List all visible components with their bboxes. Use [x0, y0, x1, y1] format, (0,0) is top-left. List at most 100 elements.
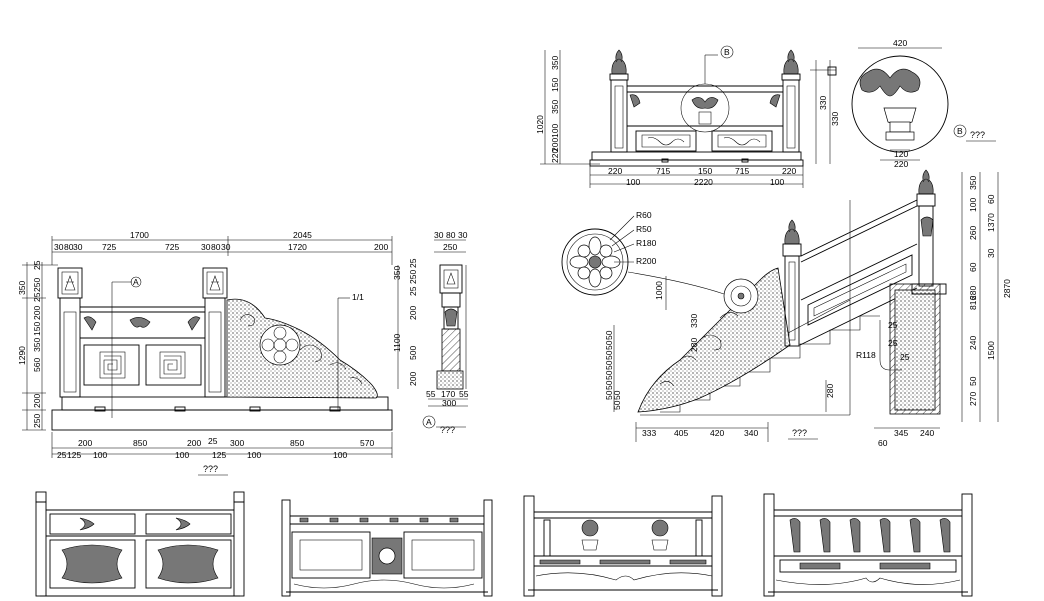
detail-b-circle: 420 120 220 B ???	[851, 38, 996, 169]
dim-stair-left: 50	[612, 400, 622, 410]
dim-left: 560	[32, 358, 42, 372]
dim-b-left: 350	[550, 100, 560, 114]
dim-left: 350	[17, 281, 27, 295]
dim-b-right: 330	[830, 112, 840, 126]
dim-stair-right: 816	[968, 296, 978, 310]
dim-section-right: 25	[408, 286, 418, 296]
radius-label: R50	[636, 224, 652, 234]
railing-thumbnail-1	[35, 491, 245, 597]
dim-stair-left: 50	[604, 380, 614, 390]
dim-stair-left: 50	[604, 330, 614, 340]
dim-stair-left: 50	[604, 370, 614, 380]
dim-section-top: 30	[434, 230, 444, 240]
dim-bottom-sub: 100	[333, 450, 347, 460]
dim-sub: 30	[221, 242, 231, 252]
dim-stair-bottom: 333	[642, 428, 656, 438]
dim-stair-bottom: 420	[710, 428, 724, 438]
dim-stair-mid: 280	[689, 338, 699, 352]
railing-thumbnail-3	[523, 495, 723, 597]
dim-bottom: 200	[78, 438, 92, 448]
dim-1000: 1000	[654, 281, 664, 300]
dim-stair-mid: 330	[689, 314, 699, 328]
dim-bottom: 200	[187, 438, 201, 448]
dim-bottom-sub: 100	[247, 450, 261, 460]
dim-stair-lower: R118	[856, 350, 876, 360]
dim-left: 350	[32, 338, 42, 352]
dim-b-left: 220	[550, 149, 560, 163]
dim-b-bottom: 100	[770, 177, 784, 187]
dim-section-top: 80	[446, 230, 456, 240]
dim-sub: 30	[73, 242, 83, 252]
dim-b-left: 150	[550, 78, 560, 92]
dim-bottom-sub: 100	[175, 450, 189, 460]
dim-stair-left: 50	[604, 340, 614, 350]
dim-section-right: 500	[408, 346, 418, 360]
dim-sub: 80	[64, 242, 74, 252]
dim-section-top: 30	[458, 230, 468, 240]
dim-sub: 1720	[288, 242, 307, 252]
radius-label: R200	[636, 256, 657, 266]
dim-stair-left: 50	[604, 360, 614, 370]
dim-left: 150	[32, 322, 42, 336]
detail-b-title: ???	[970, 130, 985, 140]
dim-b-left: 350	[550, 56, 560, 70]
dim-detail-b: 420	[893, 38, 907, 48]
dim-section-right: 1100	[392, 333, 402, 352]
dim-bottom: 850	[290, 438, 304, 448]
dim-b-bottom: 715	[656, 166, 670, 176]
dim-section-right: 250	[408, 270, 418, 284]
dim-2045: 2045	[293, 230, 312, 240]
dim-bottom-sub: 125	[67, 450, 81, 460]
dim-stair-bottom-small: 345	[894, 428, 908, 438]
detail-b-mark: B	[957, 126, 963, 136]
dim-b-bottom: 100	[626, 177, 640, 187]
railing-thumbnail-4	[763, 493, 973, 597]
dim-bottom: 300	[230, 438, 244, 448]
dim-bottom-sub: 100	[93, 450, 107, 460]
dim-stair-left: 50	[604, 350, 614, 360]
callout-a-label: A	[133, 277, 139, 287]
dim-section-bottom: 300	[442, 398, 456, 408]
dim-stair-bottom-small: 60	[878, 438, 888, 448]
dim-stair-right: 2870	[1002, 279, 1012, 298]
dim-stair-lower: 280	[825, 384, 835, 398]
dim-stair-lower: 25	[900, 352, 910, 362]
dim-b-right: 330	[818, 96, 828, 110]
dim-stair-right: 100	[968, 198, 978, 212]
dim-sub: 30	[201, 242, 211, 252]
view-stair-railing: R60 R50 R180 R200 1000	[561, 169, 1012, 448]
view-a-footer: ???	[203, 464, 218, 474]
dim-stair-right: 260	[968, 226, 978, 240]
stair-right-dims: 350 60 1370 100 260 30 2870 60 1500 280 …	[968, 176, 1012, 406]
base-plinth	[51, 409, 393, 431]
dim-section-bottom: 170	[441, 389, 455, 399]
dim-stair-right: 350	[968, 176, 978, 190]
dim-bottom: 570	[360, 438, 374, 448]
dim-1700: 1700	[130, 230, 149, 240]
title-mark-a: A	[426, 417, 432, 427]
dim-b-bottom: 220	[608, 166, 622, 176]
dim-stair-right: 280	[968, 286, 978, 300]
dim-stair-right: 270	[968, 392, 978, 406]
dim-stair-right: 240	[968, 336, 978, 350]
dim-bottom: 850	[133, 438, 147, 448]
dim-stair-bottom: 405	[674, 428, 688, 438]
dim-stair-right: 60	[986, 194, 996, 204]
dim-left: 25	[32, 260, 42, 270]
dim-b-bottom: 715	[735, 166, 749, 176]
dim-b-bottom: 150	[698, 166, 712, 176]
dim-b-left: 200	[550, 138, 560, 152]
dim-stair-left: 50	[612, 390, 622, 400]
dim-stair-lower: 25	[888, 338, 898, 348]
radius-label: R60	[636, 210, 652, 220]
dim-section-bottom: 55	[459, 389, 469, 399]
dim-b-bottom: 2220	[694, 177, 713, 187]
dim-b-left: 100	[550, 124, 560, 138]
stair-view-title: ???	[792, 428, 807, 438]
dim-stair-right: 50	[968, 376, 978, 386]
view-a-elevation: 1700 2045 30 80 30 725 725 30 80 30 1720…	[17, 230, 393, 476]
dim-left: 250	[32, 278, 42, 292]
dim-stair-lower: 25	[888, 320, 898, 330]
callout-b-label: B	[724, 47, 730, 57]
